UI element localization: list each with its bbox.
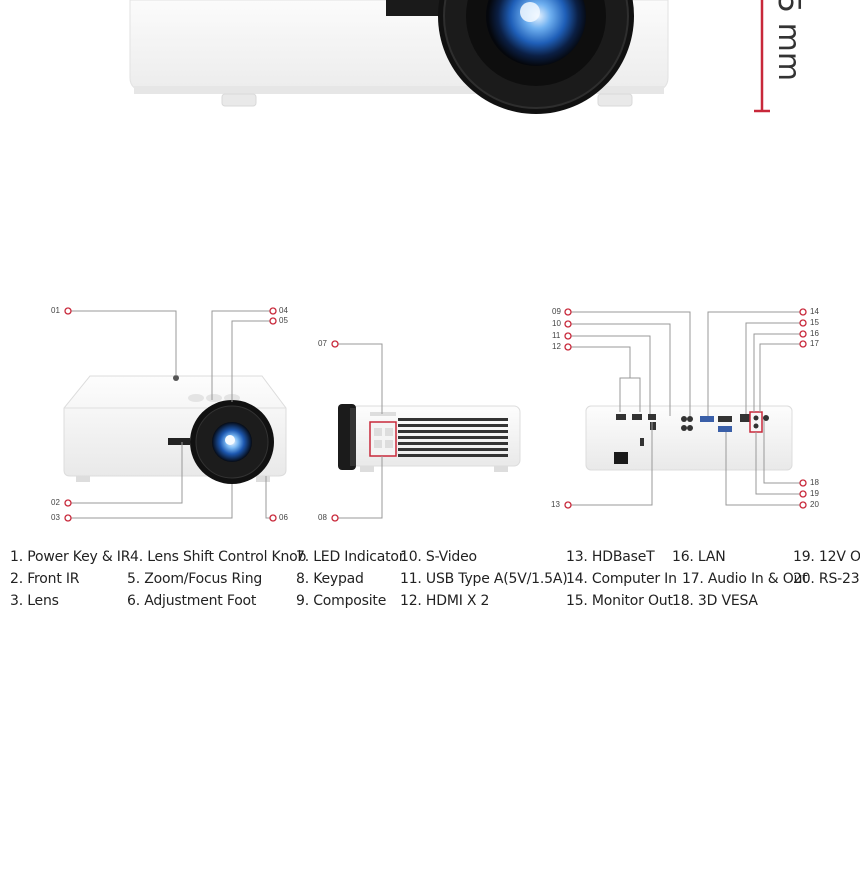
callout-08: 08: [318, 513, 327, 522]
legend-item-12: 12. HDMI X 2: [400, 593, 490, 609]
legend-item-4: 4. Lens Shift Control Knob: [130, 549, 307, 565]
callout-01: 01: [51, 306, 60, 315]
callout-15: 15: [810, 318, 819, 327]
legend-item-10: 10. S-Video: [400, 549, 477, 565]
callout-02: 02: [51, 498, 60, 507]
callout-09: 09: [552, 307, 561, 316]
callout-dots-rear: [564, 308, 807, 509]
callout-20: 20: [810, 500, 819, 509]
legend-item-8: 8. Keypad: [296, 571, 364, 587]
callout-16: 16: [810, 329, 819, 338]
callout-19: 19: [810, 489, 819, 498]
callout-06: 06: [279, 513, 288, 522]
legend-item-11: 11. USB Type A(5V/1.5A): [400, 571, 568, 587]
legend-item-2: 2. Front IR: [10, 571, 80, 587]
callout-17: 17: [810, 339, 819, 348]
callout-11: 11: [552, 331, 561, 340]
legend-item-13: 13. HDBaseT: [566, 549, 655, 565]
callout-03: 03: [51, 513, 60, 522]
front-view-projector: [63, 375, 287, 484]
diagram-illustrations: [63, 307, 807, 522]
callout-04: 04: [279, 306, 288, 315]
projector-parts-diagrams: 01 02 03 04 05 06 07 08 09 10 11 12 13 1…: [0, 290, 860, 530]
legend-item-19: 19. 12V O: [793, 549, 860, 565]
leader-lines-rear: [571, 311, 802, 506]
callout-12: 12: [552, 342, 561, 351]
callout-05: 05: [279, 316, 288, 325]
dimension-label: 5 mm: [771, 0, 806, 82]
legend-item-5: 5. Zoom/Focus Ring: [127, 571, 263, 587]
callout-dots-side: [331, 340, 339, 522]
legend-item-1: 1. Power Key & IR: [10, 549, 131, 565]
legend-item-3: 3. Lens: [10, 593, 59, 609]
callout-dots-front: [64, 307, 277, 522]
callout-18: 18: [810, 478, 819, 487]
callout-13: 13: [551, 500, 560, 509]
legend-item-18: 18. 3D VESA: [672, 593, 758, 609]
hero-projector-front-view: 5 mm: [0, 0, 860, 130]
legend-item-17: 17. Audio In & Out: [682, 571, 808, 587]
legend-item-9: 9. Composite: [296, 593, 387, 609]
legend-item-6: 6. Adjustment Foot: [127, 593, 257, 609]
rear-view-projector: [585, 405, 793, 471]
legend-item-20: 20. RS-23: [793, 571, 860, 587]
projector-hero-illustration: [129, 0, 770, 114]
legend-item-7: 7. LED Indicator: [296, 549, 405, 565]
legend-item-14: 14. Computer In: [566, 571, 677, 587]
callout-14: 14: [810, 307, 819, 316]
legend-item-16: 16. LAN: [672, 549, 726, 565]
parts-legend: 1. Power Key & IR 4. Lens Shift Control …: [0, 546, 860, 616]
legend-item-15: 15. Monitor Out: [566, 593, 673, 609]
leader-lines-side: [338, 343, 383, 519]
leader-lines-front: [71, 310, 274, 519]
side-view-projector: [338, 404, 521, 472]
callout-07: 07: [318, 339, 327, 348]
callout-10: 10: [552, 319, 561, 328]
